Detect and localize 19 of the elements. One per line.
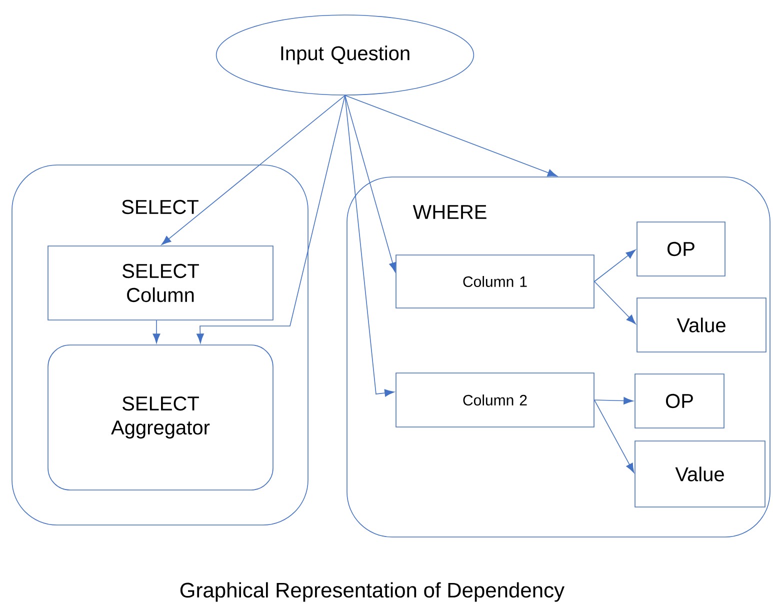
arrow: [344, 95, 396, 272]
process-box: Column 1: [396, 254, 594, 308]
arrow: [344, 95, 394, 397]
process-box: Value: [634, 440, 766, 508]
arrow: [161, 95, 346, 245]
process-box: OP: [634, 374, 724, 428]
process-box: OP: [636, 222, 726, 276]
rounded-box: SELECT Aggregator: [48, 344, 274, 490]
process-box: Column 2: [396, 372, 594, 428]
caption: Graphical Representation of Dependency: [180, 582, 564, 602]
arrow: [344, 95, 558, 176]
arrow: [594, 400, 634, 473]
arrow: [594, 250, 636, 282]
arrow: [152, 320, 160, 344]
arrow: [594, 281, 636, 324]
process-box: SELECT Column: [48, 246, 274, 320]
process-box: Value: [636, 298, 766, 352]
arrow: [196, 95, 346, 344]
arrow: [594, 397, 634, 404]
